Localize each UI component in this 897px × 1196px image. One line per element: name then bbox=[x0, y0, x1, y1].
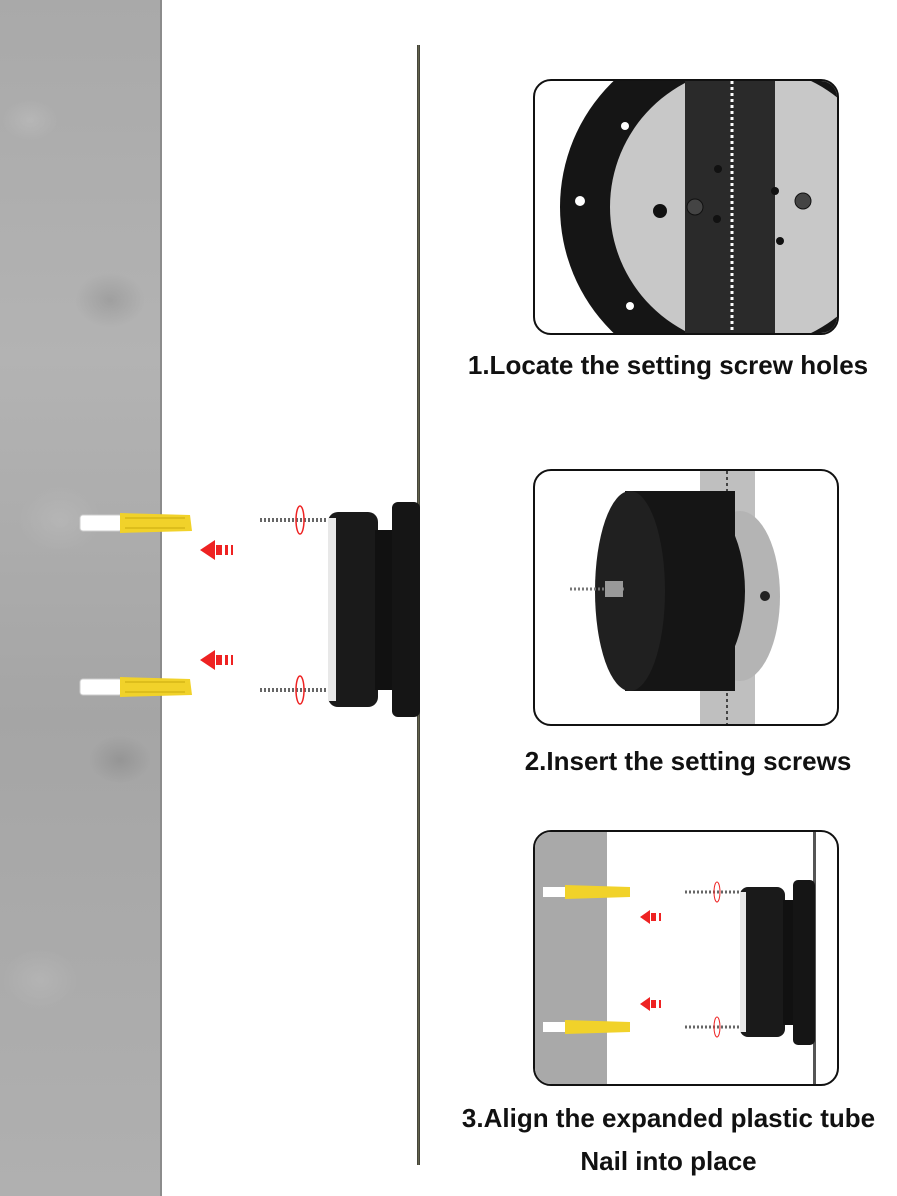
plastic-wall-plug-bottom bbox=[79, 677, 192, 697]
concrete-wall bbox=[0, 0, 160, 1196]
step-3-caption-line2: Nail into place bbox=[580, 1146, 757, 1176]
main-mount-illustration bbox=[79, 502, 420, 717]
step-1-card bbox=[533, 79, 839, 335]
red-arrow-bottom bbox=[200, 650, 233, 670]
step-1-caption: 1.Locate the setting screw holes bbox=[467, 350, 869, 380]
rotating-mount-side bbox=[328, 502, 420, 717]
wall-edge bbox=[160, 0, 162, 1196]
red-arrow-top bbox=[200, 540, 233, 560]
step-3-card bbox=[533, 830, 839, 1086]
screw-bottom bbox=[260, 675, 340, 705]
insert-screws-closeup bbox=[570, 471, 780, 724]
step-2-caption: 2.Insert the setting screws bbox=[524, 746, 852, 776]
align-plastic-tube-closeup bbox=[535, 832, 816, 1084]
plastic-wall-plug-top bbox=[79, 513, 192, 533]
screw-top bbox=[260, 505, 340, 535]
screw-holes-closeup bbox=[560, 81, 837, 333]
step-2-card bbox=[533, 469, 839, 726]
step-3-caption: 3.Align the expanded plastic tube bbox=[461, 1103, 876, 1133]
